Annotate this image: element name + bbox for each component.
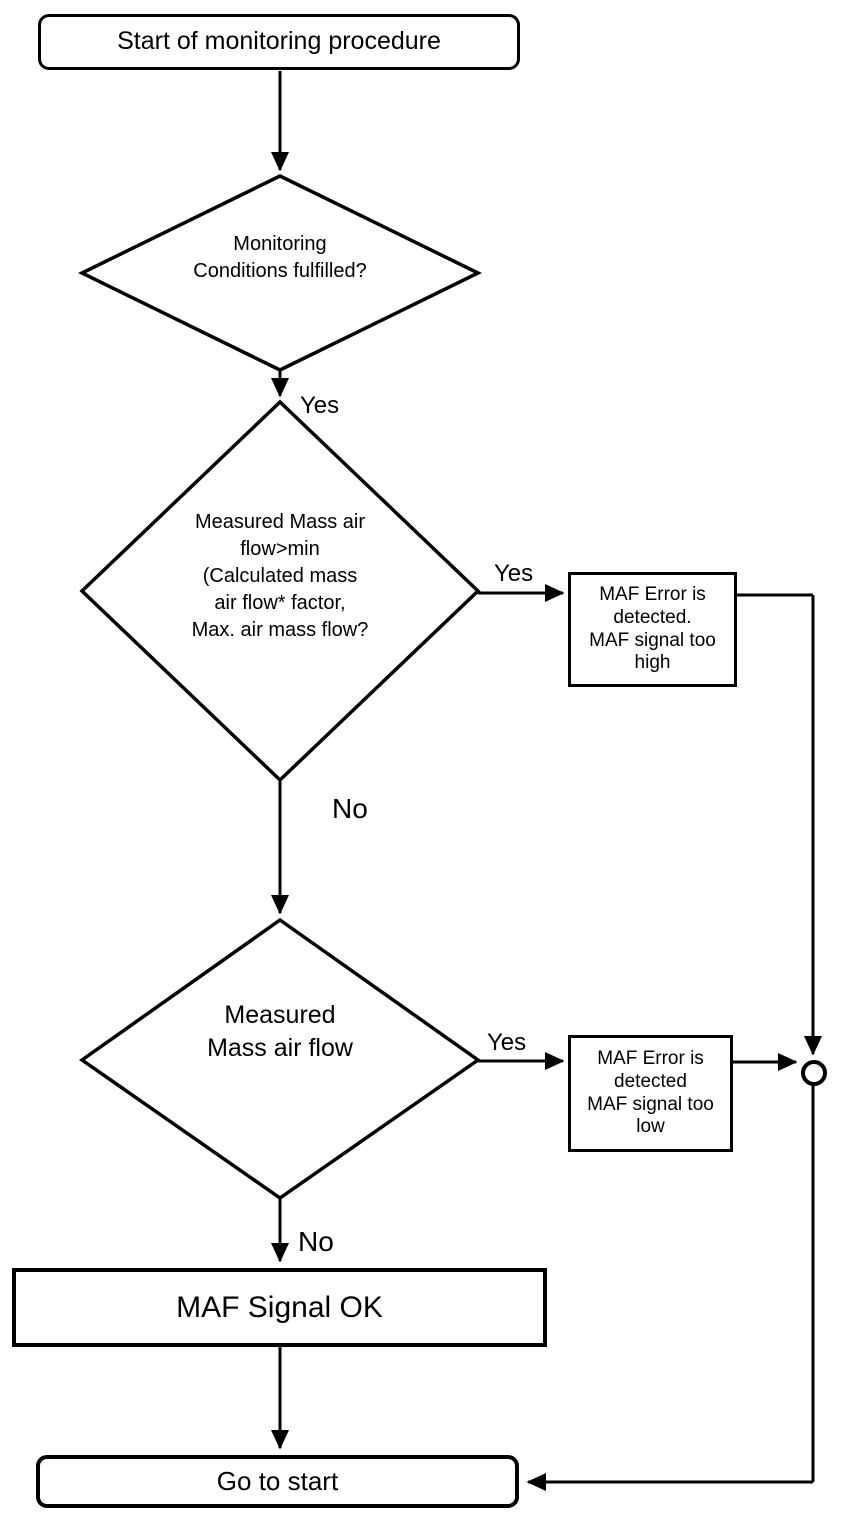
decision-measured-flow-low-label: Measured Mass air flow — [207, 1001, 353, 1062]
decision-monitoring-conditions-label: Monitoring Conditions fulfilled? — [193, 233, 367, 282]
process-maf-signal-ok: MAF Signal OK — [12, 1268, 547, 1347]
edge-label-conditions-yes: Yes — [300, 392, 340, 419]
edge-label-flow-high-no: No — [332, 793, 368, 824]
error-box-signal-high: MAF Error is detected. MAF signal too hi… — [568, 572, 737, 687]
error-box-signal-low: MAF Error is detected MAF signal too low — [568, 1035, 733, 1152]
decision-measured-flow-high-label: Measured Mass air flow>min (Calculated m… — [191, 511, 369, 641]
terminator-go-to-start: Go to start — [36, 1455, 519, 1508]
start-node: Start of monitoring procedure — [38, 14, 520, 70]
junction-circle — [801, 1060, 827, 1086]
edge-label-flow-low-yes: Yes — [487, 1029, 527, 1056]
edge-label-flow-high-yes: Yes — [494, 560, 534, 587]
decision-measured-flow-low-shape — [78, 917, 482, 1201]
decision-monitoring-conditions-shape — [78, 174, 482, 372]
decision-measured-flow-high-shape — [79, 399, 481, 783]
edge-label-flow-low-no: No — [298, 1226, 334, 1257]
